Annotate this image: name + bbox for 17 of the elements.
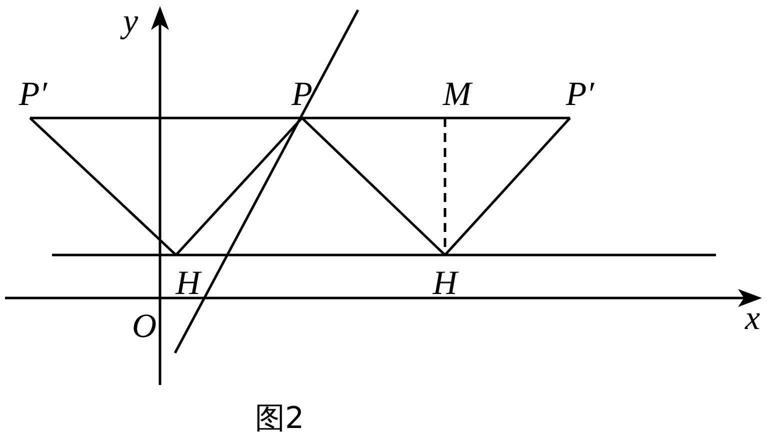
caption: 图2 <box>255 402 304 436</box>
point-label: M <box>442 78 472 112</box>
point-label: H <box>432 267 458 301</box>
line-segment <box>175 117 303 256</box>
axis-label: x <box>745 302 760 336</box>
point-label: H <box>176 267 200 301</box>
point-label: P <box>292 78 312 112</box>
line-segment <box>30 116 302 120</box>
line-segment <box>29 117 177 256</box>
line-segment <box>445 116 570 120</box>
line-segment <box>302 116 445 120</box>
point-label: P′ <box>566 78 594 112</box>
line-segment <box>444 117 571 256</box>
line-segment <box>444 118 446 255</box>
line-segment <box>301 117 446 256</box>
point-label: P′ <box>18 78 48 112</box>
origin-label: O <box>132 310 157 344</box>
